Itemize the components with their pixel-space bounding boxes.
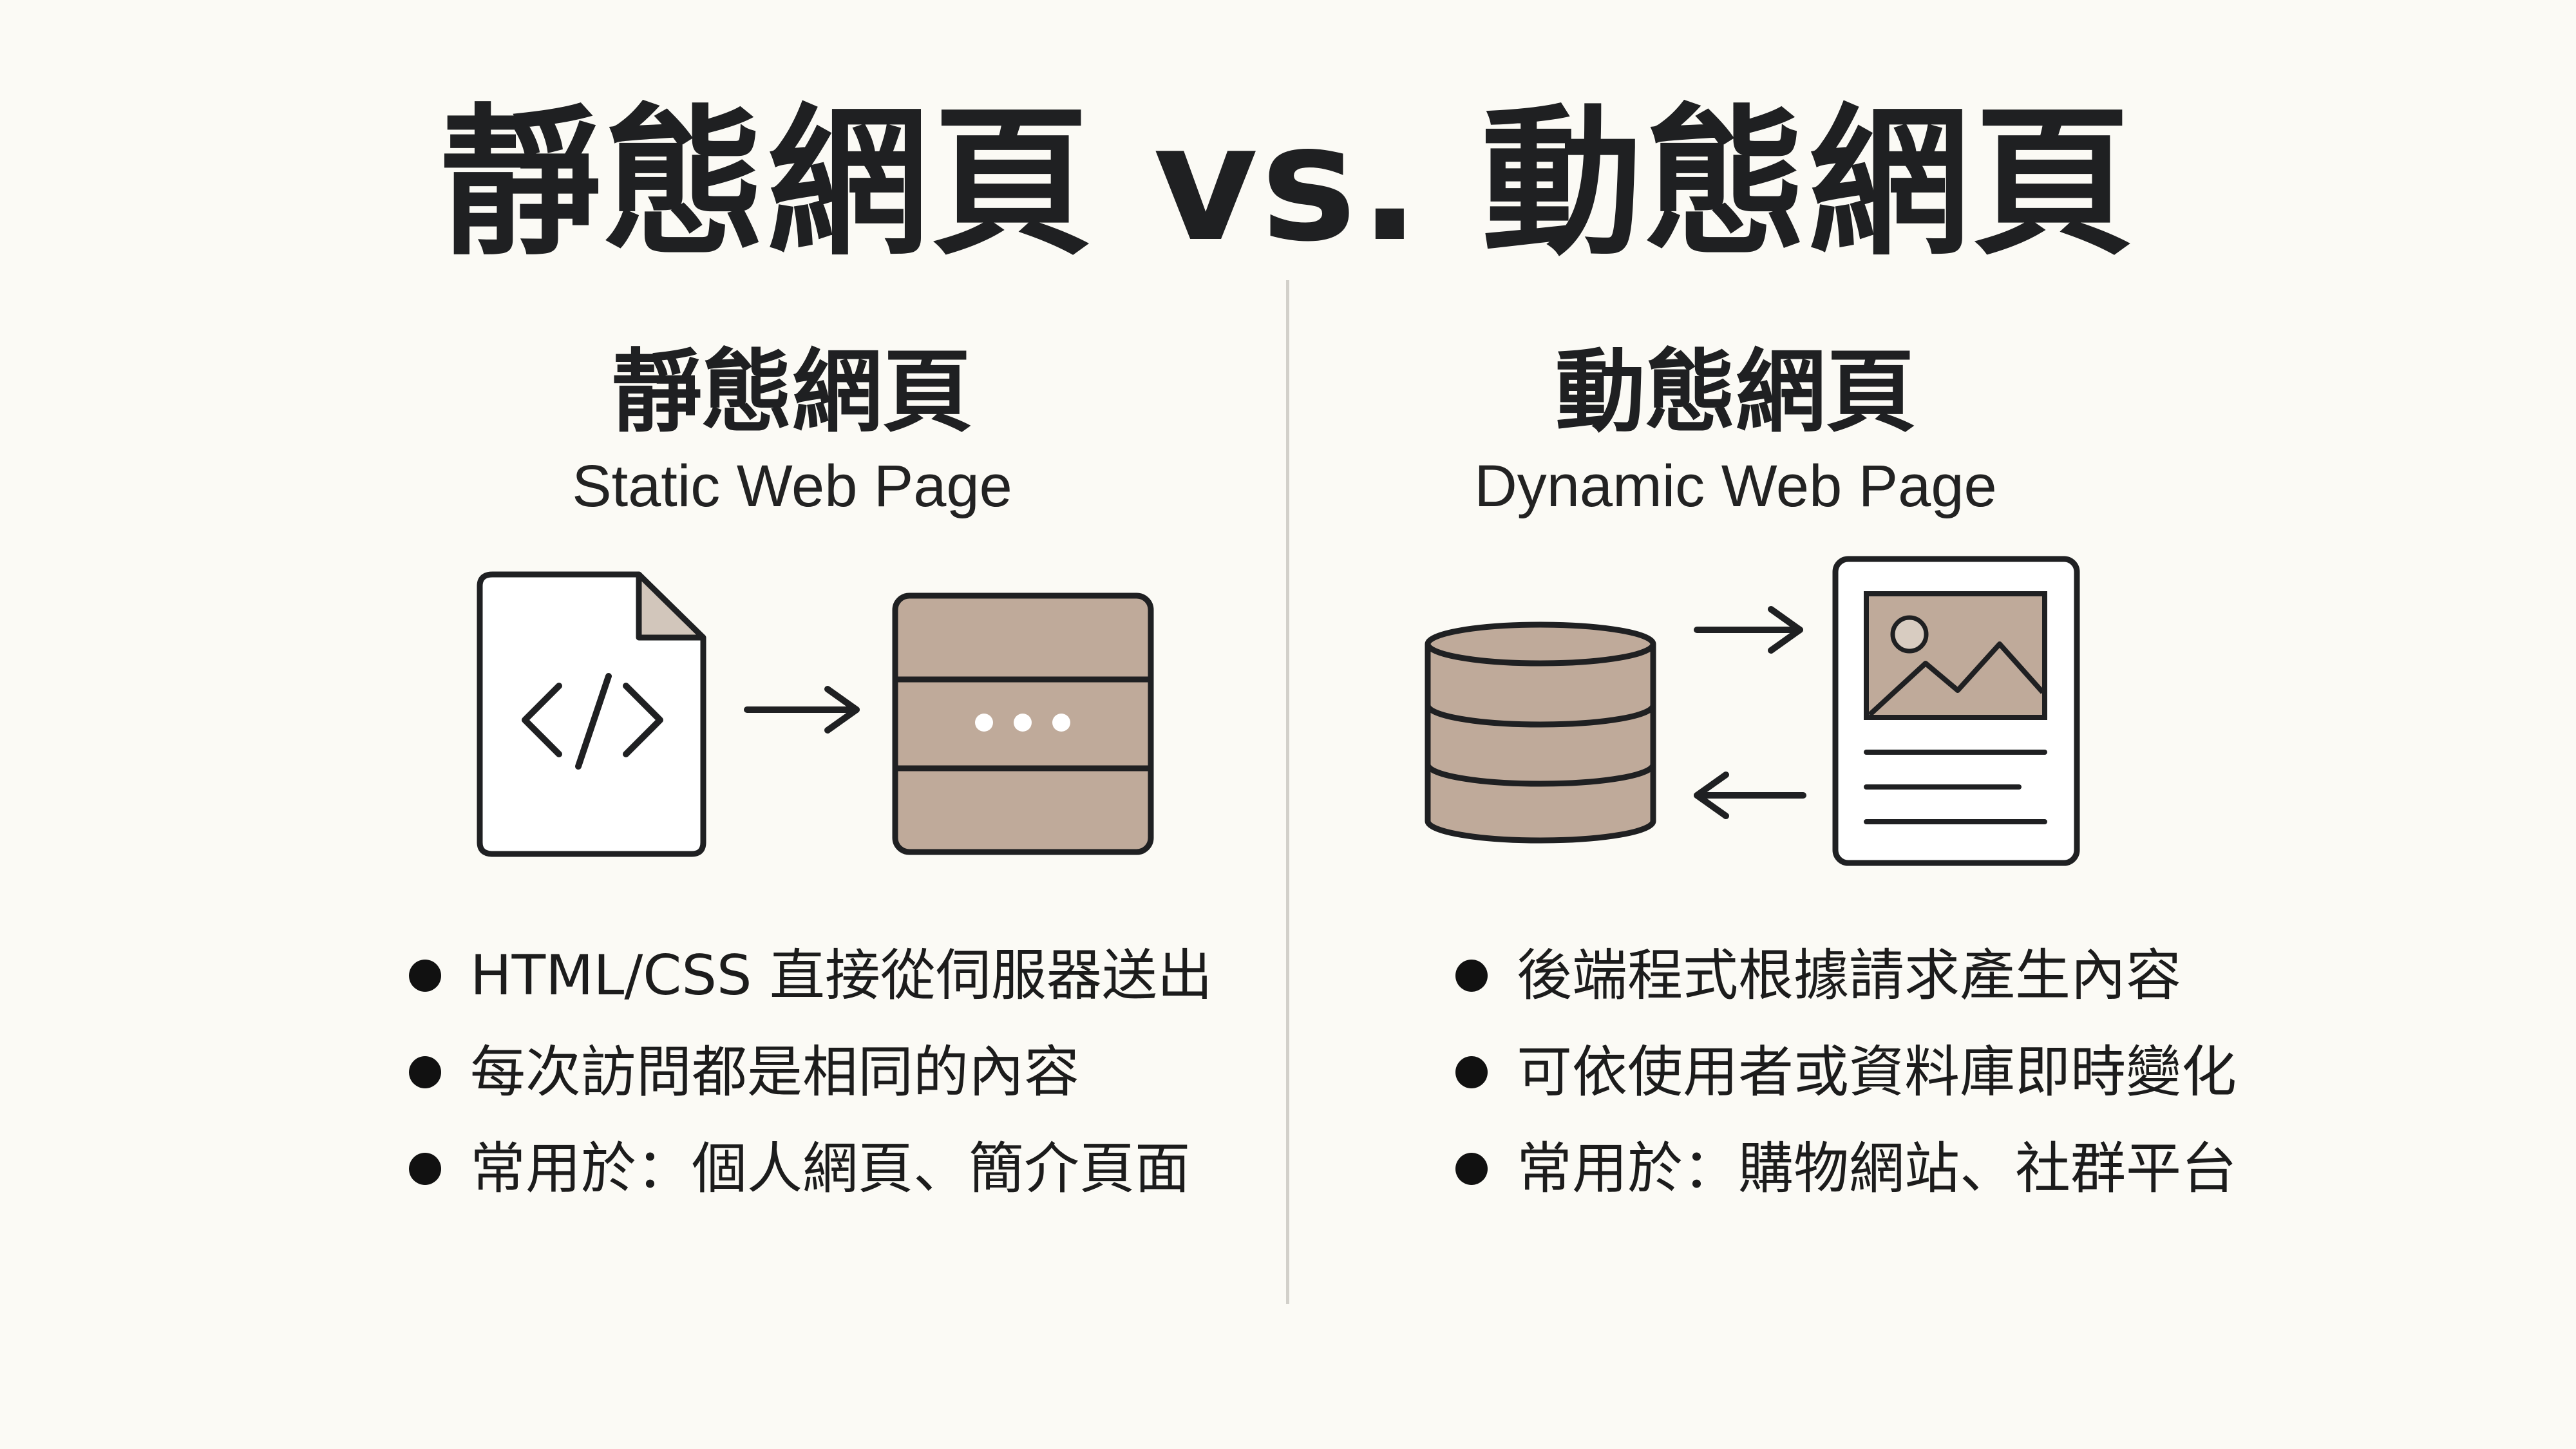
bullet-dot-icon [1455, 1153, 1488, 1185]
list-item: 後端程式根據請求產生內容 [1446, 927, 2237, 1024]
database-icon [1425, 621, 1656, 844]
bullet-dot-icon [1455, 1056, 1488, 1088]
list-item: HTML/CSS 直接從伺服器送出 [399, 927, 1213, 1024]
web-page-icon [1832, 556, 2080, 866]
bullet-dot-icon [409, 960, 441, 992]
dynamic-title: 動態網頁 [1555, 340, 1916, 445]
center-divider [1286, 280, 1289, 1304]
bullet-dot-icon [409, 1153, 441, 1185]
static-bullet-list: HTML/CSS 直接從伺服器送出 每次訪問都是相同的內容 常用於：個人網頁、簡… [399, 927, 1213, 1217]
bullet-text: 後端程式根據請求產生內容 [1517, 943, 2181, 1008]
code-file-icon [477, 571, 706, 857]
list-item: 常用於：個人網頁、簡介頁面 [399, 1121, 1213, 1217]
bullet-text: 每次訪問都是相同的內容 [470, 1040, 1079, 1104]
dynamic-subtitle: Dynamic Web Page [1474, 453, 1997, 519]
bullet-text: HTML/CSS 直接從伺服器送出 [470, 943, 1213, 1008]
arrow-right-icon [1694, 606, 1803, 654]
server-icon [892, 592, 1154, 855]
arrow-left-icon [1694, 772, 1806, 819]
bullet-dot-icon [1455, 960, 1488, 992]
static-title: 靜態網頁 [611, 340, 972, 445]
bullet-dot-icon [409, 1056, 441, 1088]
list-item: 每次訪問都是相同的內容 [399, 1024, 1213, 1121]
list-item: 可依使用者或資料庫即時變化 [1446, 1024, 2237, 1121]
static-subtitle: Static Web Page [572, 453, 1012, 519]
dynamic-bullet-list: 後端程式根據請求產生內容 可依使用者或資料庫即時變化 常用於：購物網站、社群平台 [1446, 927, 2237, 1217]
list-item: 常用於：購物網站、社群平台 [1446, 1121, 2237, 1217]
bullet-text: 常用於：購物網站、社群平台 [1517, 1137, 2237, 1201]
page-title: 靜態網頁 vs. 動態網頁 [440, 90, 2136, 277]
arrow-right-icon [744, 686, 860, 734]
bullet-text: 可依使用者或資料庫即時變化 [1517, 1040, 2237, 1104]
bullet-text: 常用於：個人網頁、簡介頁面 [470, 1137, 1190, 1201]
